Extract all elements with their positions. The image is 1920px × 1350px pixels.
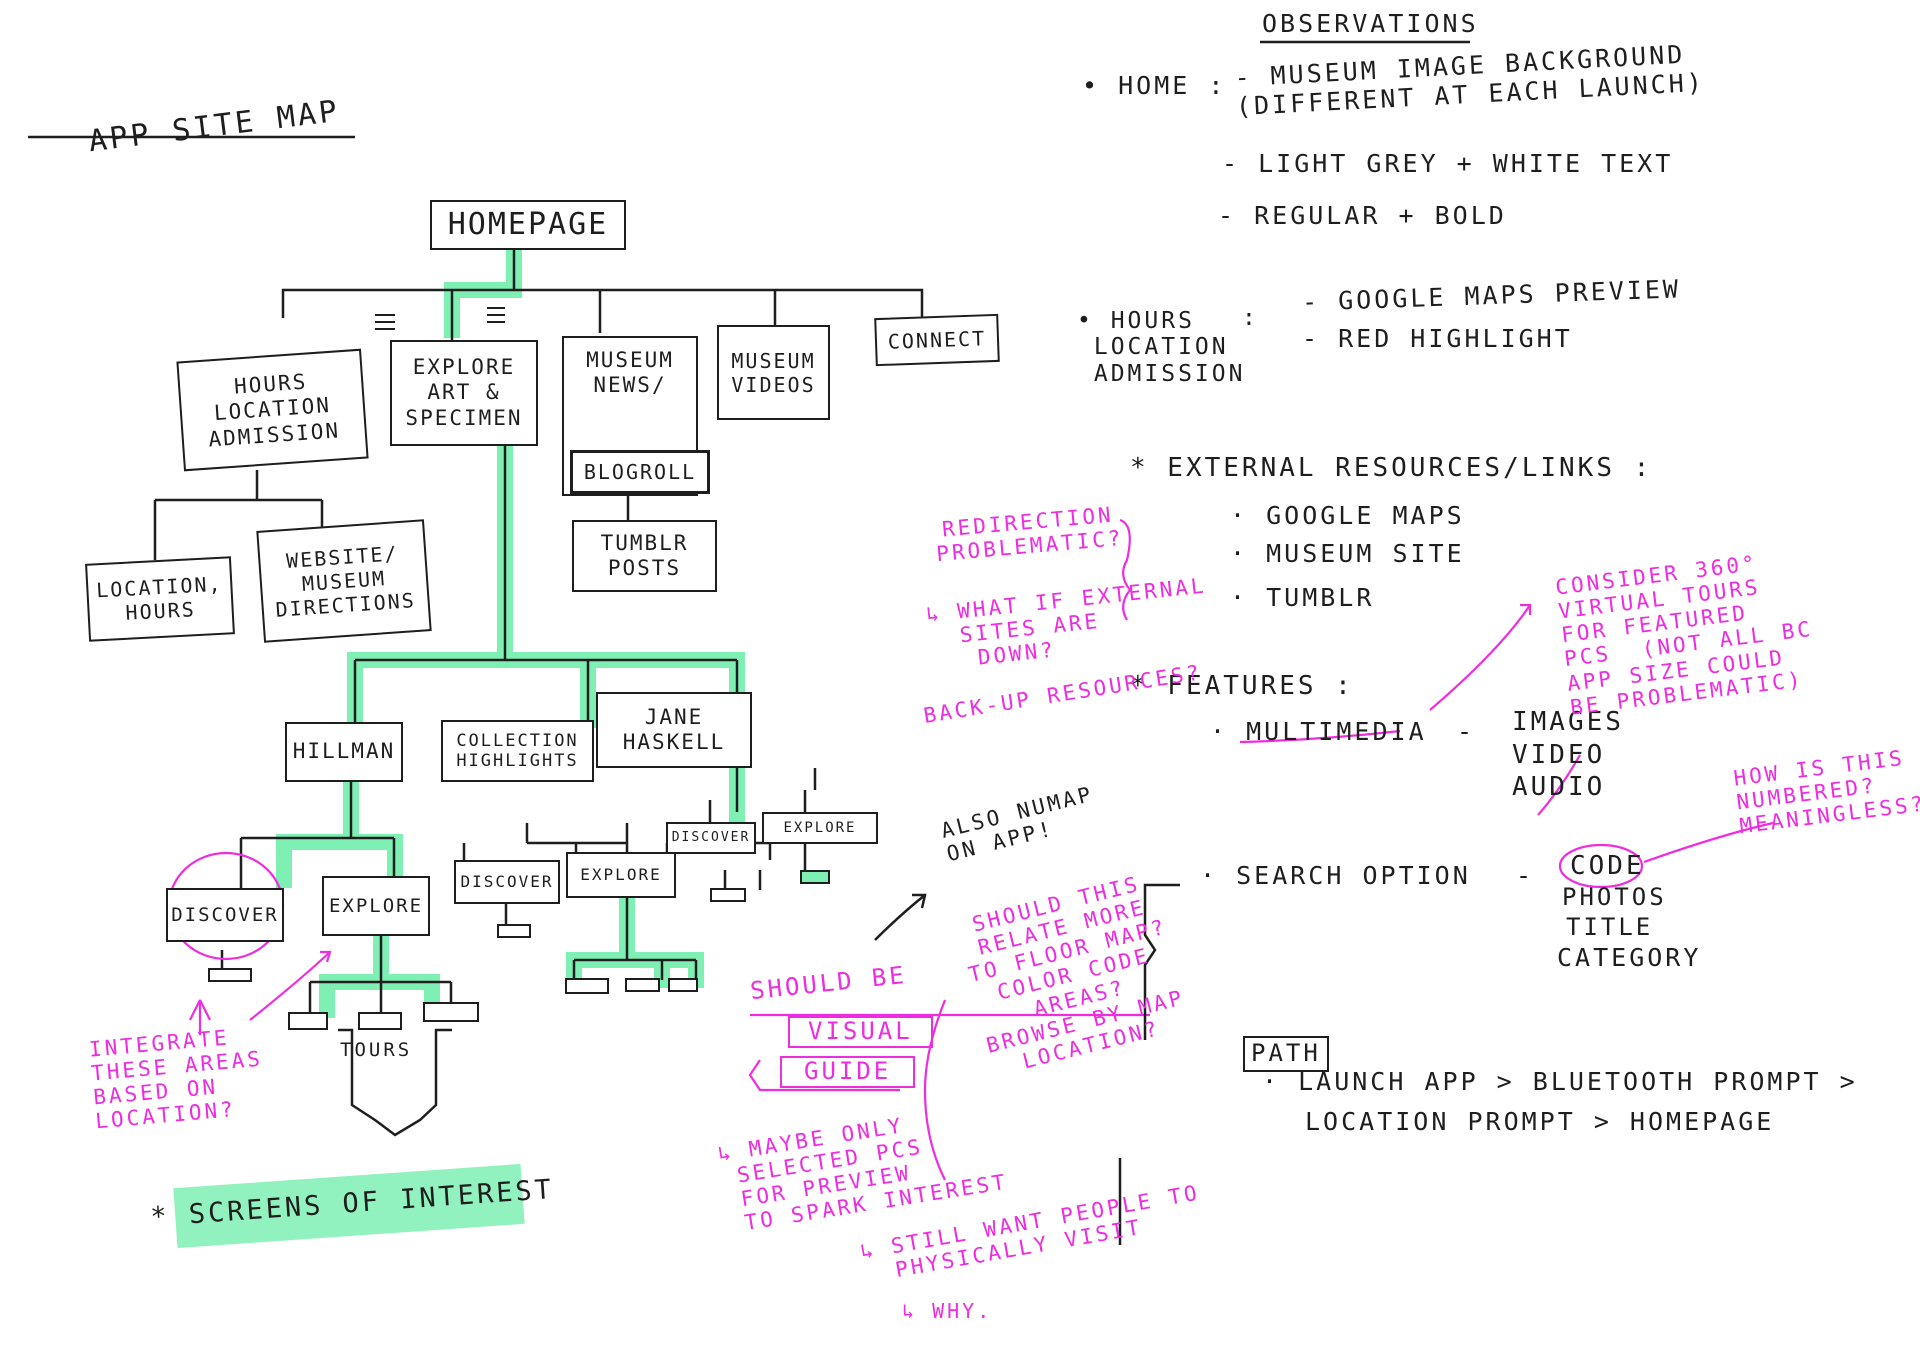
leaf-box bbox=[668, 978, 698, 992]
collection-explore-box: EXPLORE bbox=[566, 852, 676, 898]
path-line-1: · LAUNCH APP > BLUETOOTH PROMPT > bbox=[1262, 1067, 1858, 1096]
hillman-box: HILLMAN bbox=[285, 722, 403, 782]
hillman-discover-box: DISCOVER bbox=[166, 888, 284, 942]
leaf-box bbox=[288, 1012, 328, 1030]
search-item-title: TITLE bbox=[1566, 913, 1654, 941]
homepage-box: HOMEPAGE bbox=[430, 200, 626, 250]
collection-highlights-box: COLLECTION HIGHLIGHTS bbox=[441, 720, 594, 782]
note-why: ↳ WHY. bbox=[902, 1299, 993, 1323]
collection-discover-box: DISCOVER bbox=[454, 860, 560, 904]
leaf-box bbox=[423, 1002, 479, 1022]
external-item-museum-site: · MUSEUM SITE bbox=[1230, 539, 1465, 568]
jane-explore-box: EXPLORE bbox=[762, 812, 878, 844]
location-hours-box: LOCATION, HOURS bbox=[85, 556, 235, 642]
blogroll-box: BLOGROLL bbox=[570, 450, 710, 494]
hours-observation-2: - RED HIGHLIGHT bbox=[1302, 324, 1573, 353]
note-integrate: INTEGRATE THESE AREAS BASED ON LOCATION? bbox=[88, 1025, 264, 1134]
tours-label: TOURS bbox=[340, 1039, 413, 1061]
hours-location-admission-box: HOURS LOCATION ADMISSION bbox=[176, 348, 369, 472]
note-guide: GUIDE bbox=[780, 1056, 916, 1088]
leaf-box bbox=[710, 888, 746, 902]
hours-colon: : bbox=[1242, 305, 1259, 331]
home-observation-3: - REGULAR + BOLD bbox=[1218, 201, 1507, 230]
hours-location-admission-label: • HOURS LOCATION ADMISSION bbox=[1077, 308, 1246, 387]
connect-box: CONNECT bbox=[874, 313, 1000, 367]
jane-haskell-box: JANE HASKELL bbox=[596, 692, 752, 768]
external-resources-title: * EXTERNAL RESOURCES/LINKS : bbox=[1130, 453, 1653, 483]
search-item-category: CATEGORY bbox=[1557, 943, 1702, 972]
note-consider-360: CONSIDER 360° VIRTUAL TOURS FOR FEATURED… bbox=[1554, 551, 1815, 720]
leaf-box bbox=[565, 978, 609, 994]
search-option-label: · SEARCH OPTION bbox=[1200, 861, 1471, 890]
explore-art-specimen-box: EXPLORE ART & SPECIMEN bbox=[390, 340, 538, 446]
tumblr-posts-box: TUMBLR POSTS bbox=[572, 520, 717, 592]
leaf-box bbox=[208, 968, 252, 982]
features-title: * FEATURES : bbox=[1130, 671, 1354, 701]
multimedia-label: · MULTIMEDIA bbox=[1210, 717, 1427, 746]
multimedia-items: IMAGES VIDEO AUDIO bbox=[1512, 707, 1624, 802]
observations-title: OBSERVATIONS bbox=[1262, 9, 1479, 38]
search-item-code: CODE bbox=[1570, 851, 1645, 881]
external-item-google-maps: · GOOGLE MAPS bbox=[1230, 501, 1465, 530]
website-directions-box: WEBSITE/ MUSEUM DIRECTIONS bbox=[256, 519, 432, 643]
path-line-2: LOCATION PROMPT > HOMEPAGE bbox=[1305, 1107, 1775, 1136]
jane-discover-box: DISCOVER bbox=[666, 822, 756, 854]
leaf-box bbox=[497, 924, 531, 938]
hillman-explore-box: EXPLORE bbox=[322, 876, 430, 936]
museum-videos-box: MUSEUM VIDEOS bbox=[717, 325, 830, 420]
search-dash: - bbox=[1516, 861, 1535, 890]
multimedia-dash: - bbox=[1457, 717, 1476, 746]
leaf-box bbox=[358, 1012, 402, 1030]
path-title: PATH bbox=[1243, 1036, 1329, 1072]
leaf-box bbox=[625, 978, 660, 992]
note-visual: VISUAL bbox=[788, 1016, 933, 1048]
leaf-box bbox=[800, 870, 830, 884]
external-item-tumblr: · TUMBLR bbox=[1230, 583, 1375, 612]
home-observation-2: - LIGHT GREY + WHITE TEXT bbox=[1222, 149, 1674, 178]
search-item-photos: PHOTOS bbox=[1562, 883, 1667, 911]
home-label: • HOME : bbox=[1082, 71, 1227, 100]
